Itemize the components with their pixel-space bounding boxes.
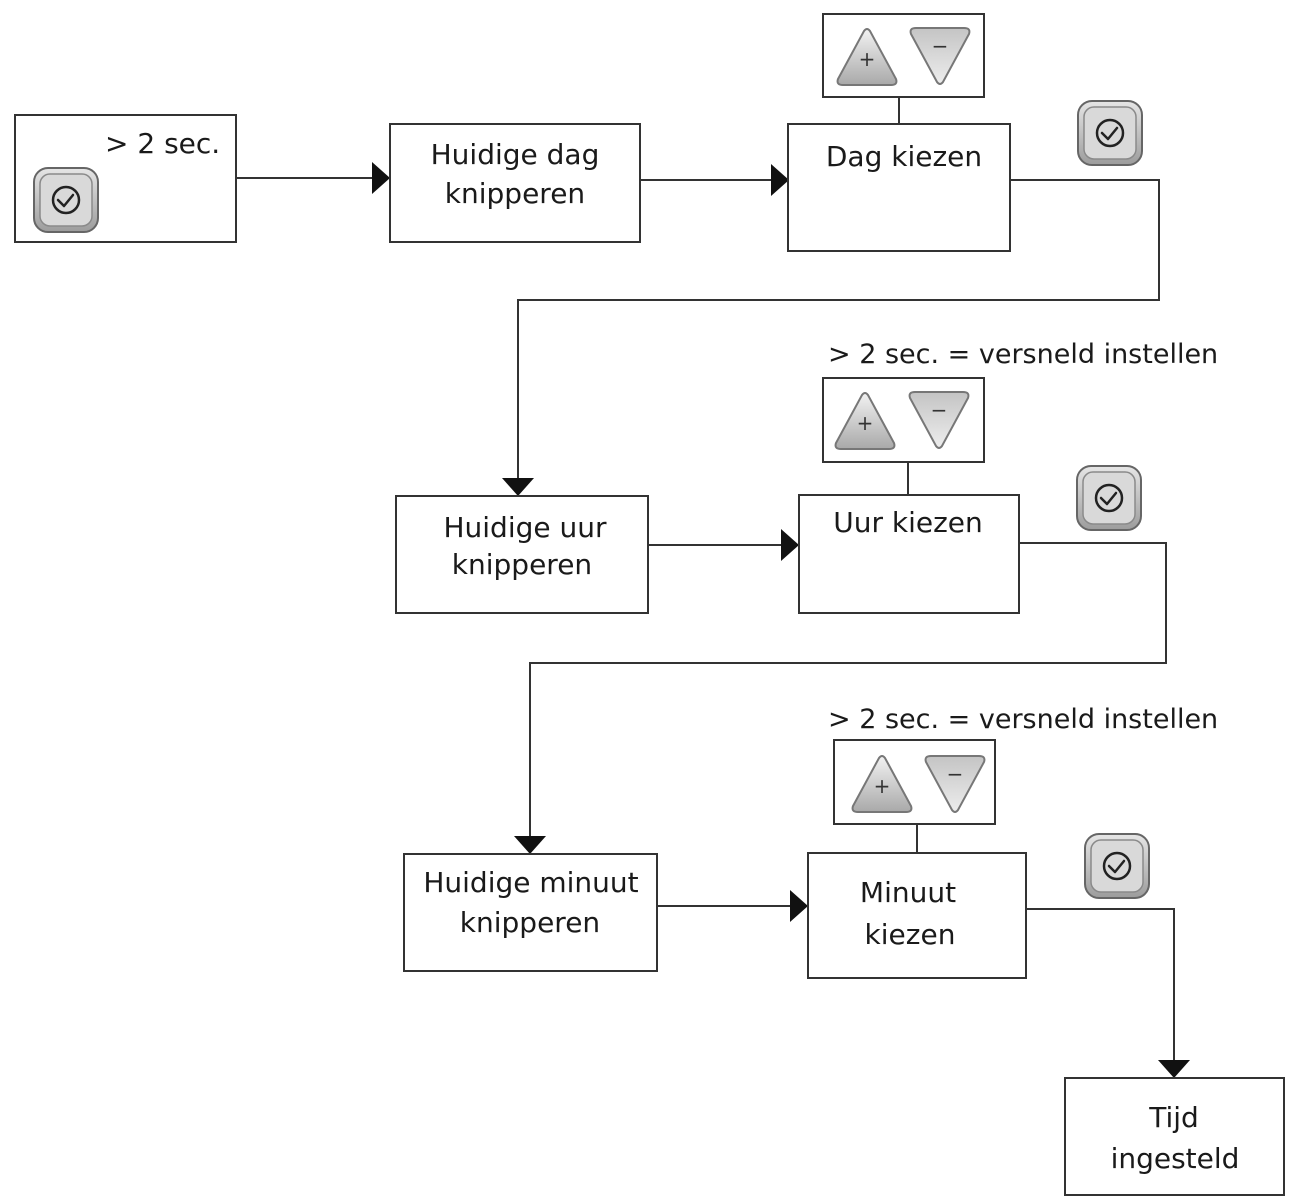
arrowhead xyxy=(1158,1060,1190,1078)
connector-hour-to-minute xyxy=(529,542,1167,836)
arrowhead xyxy=(790,890,808,922)
plus-symbol: + xyxy=(874,774,891,798)
clock-icon[interactable] xyxy=(1076,99,1144,167)
step-day-blink-line1: Huidige dag xyxy=(431,138,600,171)
minus-symbol: − xyxy=(931,398,948,422)
step-day-select xyxy=(787,123,1011,252)
step-minute-blink-line1: Huidige minuut xyxy=(423,866,638,899)
step-minute-blink xyxy=(403,853,658,972)
step-minute-select-line1: Minuut xyxy=(860,876,956,909)
step-day-blink xyxy=(389,123,641,243)
start-hold-label: > 2 sec. xyxy=(105,127,220,160)
step-done xyxy=(1064,1077,1285,1196)
note-hour-fast: > 2 sec. = versneld instellen xyxy=(828,339,1218,370)
clock-icon[interactable] xyxy=(1075,464,1143,532)
step-minute-select xyxy=(807,852,1027,979)
minus-symbol: − xyxy=(947,762,964,786)
step-hour-blink xyxy=(395,495,649,614)
plus-symbol: + xyxy=(857,411,874,435)
connector-minute-to-done xyxy=(1026,908,1175,1060)
arrowhead xyxy=(502,478,534,496)
step-minute-blink-line2: knipperen xyxy=(460,906,600,939)
plus-symbol: + xyxy=(859,47,876,71)
connector-day-to-hour xyxy=(517,179,1160,478)
step-hour-select xyxy=(798,494,1020,614)
step-day-select-line1: Dag kiezen xyxy=(826,140,982,173)
arrowhead xyxy=(372,162,390,194)
step-hour-blink-line1: Huidige uur xyxy=(443,511,607,544)
step-done-line1: Tijd xyxy=(1148,1101,1199,1134)
minus-symbol: − xyxy=(932,34,949,58)
step-minute-select-line2: kiezen xyxy=(865,918,956,951)
arrowhead xyxy=(771,164,789,196)
step-hour-blink-line2: knipperen xyxy=(452,548,592,581)
arrowhead xyxy=(781,529,799,561)
step-hour-select-line1: Uur kiezen xyxy=(833,506,983,539)
clock-icon[interactable] xyxy=(1083,832,1151,900)
arrowhead xyxy=(514,836,546,854)
step-done-line2: ingesteld xyxy=(1111,1142,1240,1175)
clock-icon[interactable] xyxy=(32,166,100,234)
note-minute-fast: > 2 sec. = versneld instellen xyxy=(828,704,1218,735)
step-day-blink-line2: knipperen xyxy=(445,177,585,210)
